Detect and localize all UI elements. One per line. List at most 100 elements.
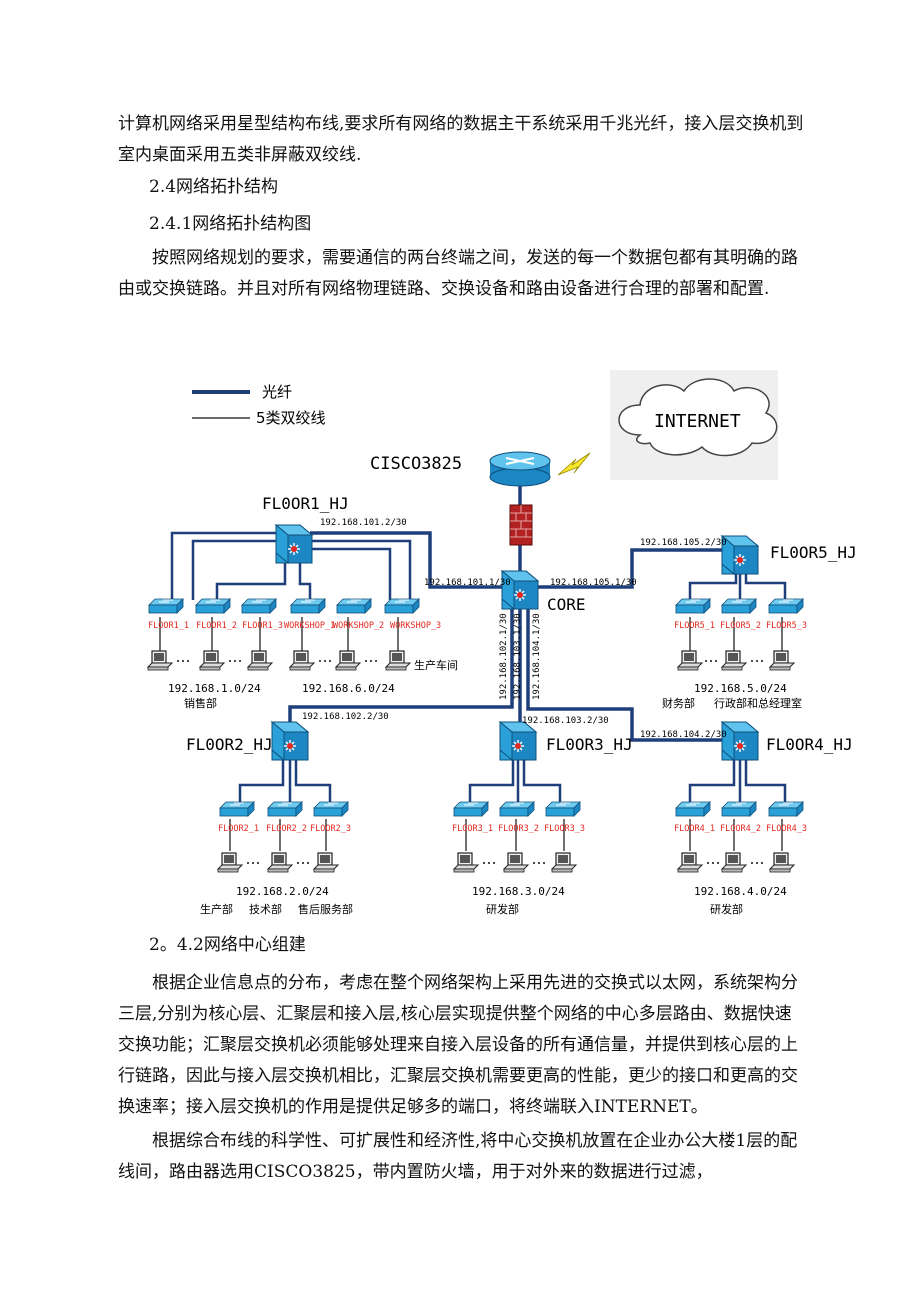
access-switch-label: FLOOR5_1	[674, 621, 715, 631]
ip-floor2-uplink: 192.168.102.2/30	[302, 712, 389, 722]
access-switch-label: FLOOR4_2	[720, 824, 761, 834]
intro-paragraph: 计算机网络采用星型结构布线,要求所有网络的数据主干系统采用千兆光纤，接入层交换机…	[118, 114, 804, 165]
access-switch-icon	[675, 801, 711, 817]
pc-icon	[721, 852, 747, 873]
subnet-label: 192.168.1.0/24	[168, 682, 261, 695]
access-switch-label: FLOOR1_2	[196, 621, 237, 631]
subnet-label: 192.168.2.0/24	[236, 885, 329, 898]
access-switch-label: FLOOR3_2	[498, 824, 539, 834]
access-switch-label: FLOOR4_3	[766, 824, 807, 834]
pc-icon	[385, 650, 411, 671]
access-switch-label: WORKSHOP_3	[390, 621, 441, 631]
access-switch-icon	[545, 801, 581, 817]
internet-label: INTERNET	[654, 411, 741, 432]
access-switch-icon	[336, 598, 372, 614]
pc-icon	[147, 650, 173, 671]
core-switch-icon	[501, 570, 539, 610]
access-switch-label: FLOOR3_1	[452, 824, 493, 834]
access-switch-icon	[768, 801, 804, 817]
access-switch-label: FLOOR2_2	[266, 824, 307, 834]
pc-icon	[453, 852, 479, 873]
floor1-switch-icon	[275, 524, 313, 564]
ip-floor3-uplink: 192.168.103.2/30	[522, 716, 609, 726]
section-heading-2-4-2: 2。4.2网络中心组建	[149, 935, 306, 955]
department-label: 生产部	[200, 902, 233, 916]
department-label: 研发部	[710, 902, 743, 916]
access-switch-label: FLOOR2_1	[218, 824, 259, 834]
floor2-label: FL0OR2_HJ	[186, 735, 273, 754]
access-switch-icon	[675, 598, 711, 614]
pc-icon	[267, 852, 293, 873]
department-label: 行政部和总经理室	[714, 696, 802, 710]
access-switch-icon	[499, 801, 535, 817]
cabling-paragraph: 根据综合布线的科学性、可扩展性和经济性,将中心交换机放置在企业办公大楼1层的配线…	[118, 1131, 798, 1182]
access-switch-label: FLOOR3_3	[544, 824, 585, 834]
access-switch-label: FLOOR5_2	[720, 621, 761, 631]
ip-core-floor4: 192.168.104.1/30	[532, 613, 542, 700]
pc-icon	[677, 650, 703, 671]
access-switch-label: FLOOR1_3	[242, 621, 283, 631]
legend-twisted-pair-label: 5类双绞线	[256, 409, 326, 427]
department-label: 售后服务部	[298, 902, 353, 916]
floor4-label: FL0OR4_HJ	[766, 735, 853, 754]
section-heading-2-4: 2.4网络拓扑结构	[149, 177, 279, 197]
legend-fiber-label: 光纤	[262, 383, 292, 401]
pc-icon	[769, 852, 795, 873]
wan-link-icon	[557, 452, 591, 476]
pc-icon	[289, 650, 315, 671]
access-switch-icon	[219, 801, 255, 817]
floor2-switch-icon	[271, 721, 309, 761]
access-switch-icon	[148, 598, 184, 614]
access-switch-label: WORKSHOP_2	[333, 621, 384, 631]
access-switch-icon	[768, 598, 804, 614]
core-label: CORE	[547, 595, 586, 614]
pc-icon	[769, 650, 795, 671]
ip-floor5-uplink: 192.168.105.2/30	[640, 538, 727, 548]
ip-core-floor5: 192.168.105.1/30	[550, 578, 637, 588]
ip-floor1-uplink: 192.168.101.2/30	[320, 518, 407, 528]
department-label: 财务部	[662, 696, 695, 710]
floor3-switch-icon	[499, 721, 537, 761]
pc-icon	[503, 852, 529, 873]
pc-icon	[721, 650, 747, 671]
pc-icon	[677, 852, 703, 873]
floor4-switch-icon	[721, 721, 759, 761]
access-switch-icon	[384, 598, 420, 614]
router-icon	[489, 451, 551, 487]
access-switch-icon	[313, 801, 349, 817]
access-switch-icon	[721, 598, 757, 614]
access-switch-icon	[453, 801, 489, 817]
access-switch-label: FLOOR1_1	[148, 621, 189, 631]
internet-cloud-icon: INTERNET	[610, 370, 778, 480]
floor5-label: FL0OR5_HJ	[770, 543, 857, 562]
access-switch-icon	[290, 598, 326, 614]
access-switch-icon	[721, 801, 757, 817]
access-switch-label: WORKSHOP_1	[284, 621, 335, 631]
department-label: 生产车间	[414, 658, 458, 672]
pc-icon	[199, 650, 225, 671]
ip-floor4-uplink: 192.168.104.2/30	[640, 730, 727, 740]
subnet-label: 192.168.5.0/24	[694, 682, 787, 695]
subnet-label: 192.168.4.0/24	[694, 885, 787, 898]
pc-icon	[551, 852, 577, 873]
pc-icon	[313, 852, 339, 873]
floor1-label: FL0OR1_HJ	[262, 494, 349, 513]
access-switch-label: FLOOR2_3	[310, 824, 351, 834]
department-label: 研发部	[486, 902, 519, 916]
floor5-switch-icon	[721, 535, 759, 575]
ip-core-floor1: 192.168.101.1/30	[424, 578, 511, 588]
access-switch-icon	[195, 598, 231, 614]
pc-icon	[247, 650, 273, 671]
pc-icon	[335, 650, 361, 671]
subnet-label: 192.168.3.0/24	[472, 885, 565, 898]
access-switch-label: FLOOR4_1	[674, 824, 715, 834]
firewall-icon	[509, 504, 533, 546]
access-switch-icon	[267, 801, 303, 817]
router-label: CISCO3825	[370, 454, 462, 474]
subnet-label: 192.168.6.0/24	[302, 682, 395, 695]
floor3-label: FL0OR3_HJ	[546, 735, 633, 754]
ellipsis-dots	[177, 660, 763, 864]
access-switch-icon	[241, 598, 277, 614]
section-heading-2-4-1: 2.4.1网络拓扑结构图	[149, 214, 312, 234]
department-label: 销售部	[184, 696, 217, 710]
